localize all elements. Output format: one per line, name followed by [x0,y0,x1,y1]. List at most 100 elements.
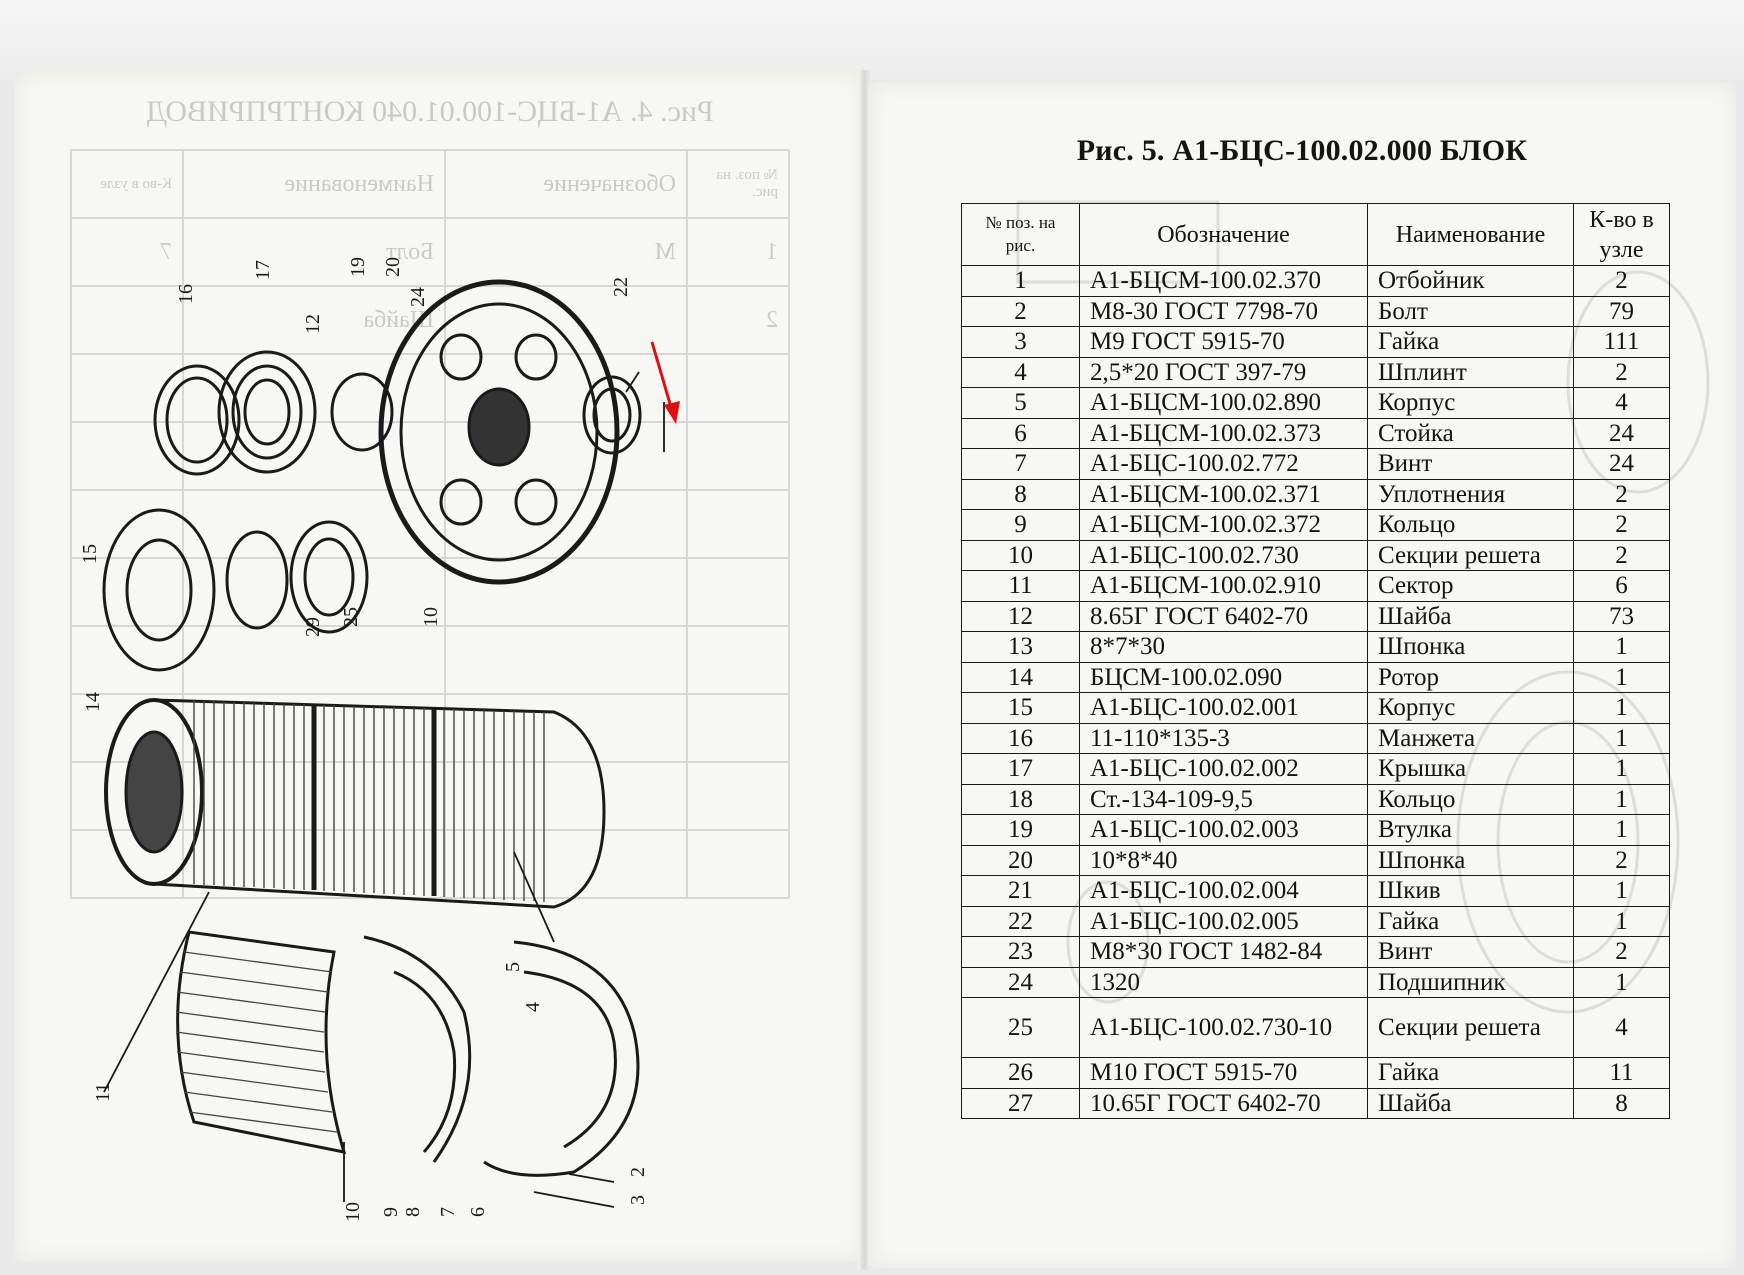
row-name: Гайка [1367,326,1574,358]
row-qty: 4 [1573,997,1670,1058]
row-designation: А1-БЦС-100.02.002 [1079,753,1368,785]
callout-22: 22 [610,277,632,297]
row-designation: А1-БЦС-100.02.001 [1079,692,1368,724]
row-designation: М9 ГОСТ 5915-70 [1079,326,1368,358]
row-name: Шплинт [1367,356,1574,388]
row-designation: 11-110*135-3 [1079,722,1368,754]
left-page [14,72,864,1262]
nut-part [592,387,632,443]
housing-part [125,538,193,642]
page-title: Рис. 5. А1-БЦС-100.02.000 БЛОК [1076,134,1528,167]
row-name: Сектор [1367,570,1574,602]
row-designation: БЦСМ-100.02.090 [1079,661,1368,693]
row-qty: 73 [1573,600,1670,632]
bushing-part [330,372,394,452]
row-designation: 8*7*30 [1079,631,1368,663]
bearing-part [289,520,369,634]
row-designation: А1-БЦС-100.02.730-10 [1079,997,1368,1058]
row-pos: 2 [961,295,1080,327]
sector-frame [523,970,617,1149]
row-name: Корпус [1367,692,1574,724]
row-qty: 2 [1573,265,1670,297]
row-qty: 1 [1573,966,1670,998]
row-pos: 5 [961,387,1080,419]
callout-2: 2 [627,1167,649,1177]
row-name: Кольцо [1367,509,1574,541]
pulley-hub [467,387,531,467]
parts-table: № поз. на рис. Обозначение Наименование … [961,203,1670,1119]
row-name: Крышка [1367,753,1574,785]
row-pos: 10 [961,539,1080,571]
ring-part [153,364,241,476]
row-name: Секции решета [1367,539,1574,571]
header-qty: К-во в узле [1573,203,1670,266]
callout-17: 17 [252,260,274,280]
row-name: Шпонка [1367,844,1574,876]
row-pos: 24 [961,966,1080,998]
row-name: Гайка [1367,905,1574,937]
rotor-end [124,730,184,854]
callout-20: 20 [382,257,404,277]
row-name: Болт [1367,295,1574,327]
row-qty: 2 [1573,356,1670,388]
row-name: Шайба [1367,600,1574,632]
row-qty: 2 [1573,539,1670,571]
row-pos: 8 [961,478,1080,510]
row-name: Шпонка [1367,631,1574,663]
row-designation: 10.65Г ГОСТ 6402-70 [1079,1087,1368,1119]
row-pos: 9 [961,509,1080,541]
row-designation: А1-БЦСМ-100.02.370 [1079,265,1368,297]
pulley-hole [514,333,558,381]
row-qty: 4 [1573,387,1670,419]
row-pos: 1 [961,265,1080,297]
row-qty: 1 [1573,875,1670,907]
row-qty: 1 [1573,753,1670,785]
row-designation: М8-30 ГОСТ 7798-70 [1079,295,1368,327]
row-pos: 14 [961,661,1080,693]
row-qty: 1 [1573,631,1670,663]
callout-12: 12 [302,314,324,334]
row-pos: 21 [961,875,1080,907]
row-qty: 111 [1573,326,1670,358]
row-qty: 2 [1573,509,1670,541]
bearing-part [303,537,355,617]
callout-19: 19 [347,257,369,277]
row-name: Корпус [1367,387,1574,419]
scan-background [0,0,1744,80]
row-pos: 6 [961,417,1080,449]
sector-frame [483,940,640,1177]
row-pos: 3 [961,326,1080,358]
pulley-part [378,279,620,585]
cover-part [231,364,303,460]
row-qty: 2 [1573,844,1670,876]
row-name: Секции решета [1367,997,1574,1058]
row-name: Винт [1367,936,1574,968]
row-designation: 1320 [1079,966,1368,998]
header-designation: Обозначение [1079,203,1368,266]
callout-15: 15 [79,544,101,564]
row-designation: М8*30 ГОСТ 1482-84 [1079,936,1368,968]
sector-frame [363,935,472,1163]
row-qty: 24 [1573,448,1670,480]
row-designation: 2,5*20 ГОСТ 397-79 [1079,356,1368,388]
row-pos: 19 [961,814,1080,846]
row-designation: А1-БЦСМ-100.02.372 [1079,509,1368,541]
row-pos: 13 [961,631,1080,663]
row-name: Подшипник [1367,966,1574,998]
row-designation: А1-БЦСМ-100.02.373 [1079,417,1368,449]
callout-8: 8 [402,1207,424,1217]
row-designation: 10*8*40 [1079,844,1368,876]
